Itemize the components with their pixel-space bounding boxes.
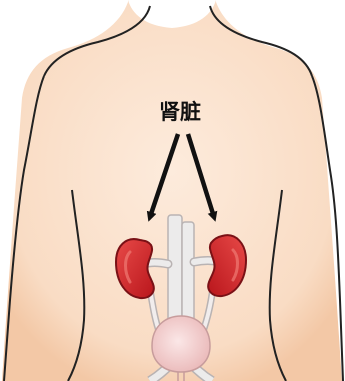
organ-label: 肾脏 — [159, 100, 201, 124]
bladder — [152, 316, 210, 372]
